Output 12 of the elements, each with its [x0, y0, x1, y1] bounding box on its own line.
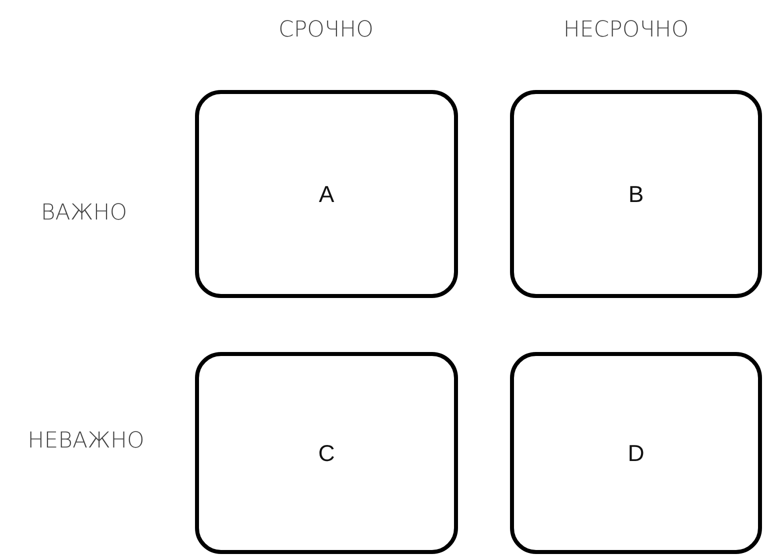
quadrant-box	[195, 90, 458, 298]
quadrant-box	[195, 352, 458, 554]
quadrant-label: D	[628, 440, 644, 466]
row-header: НЕВАЖНО	[28, 428, 144, 454]
quadrant-label: B	[628, 180, 644, 208]
quadrant-label: C	[318, 440, 335, 466]
column-header: СРОЧНО	[278, 18, 374, 42]
row-header: ВАЖНО	[40, 200, 128, 226]
column-header: НЕСРОЧНО	[563, 18, 689, 42]
quadrant-box	[510, 352, 762, 554]
quadrant-label: A	[318, 180, 334, 208]
quadrant-box	[510, 90, 762, 298]
